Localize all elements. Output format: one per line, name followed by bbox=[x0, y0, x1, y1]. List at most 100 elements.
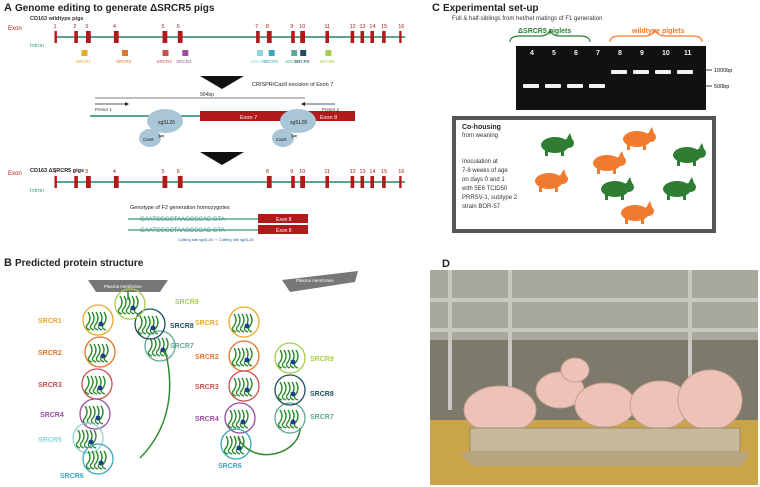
srcr-domain-circle bbox=[134, 308, 166, 340]
exon-11 bbox=[325, 31, 329, 43]
srcr-legend-label: SRCR4 bbox=[176, 59, 192, 64]
exon-number: 16 bbox=[398, 24, 404, 30]
cas9-complex-2: sgSL28 Cas9 ✂ bbox=[272, 109, 316, 147]
srcr-legend-label: SRCR6 bbox=[263, 59, 279, 64]
exon-number: 3 bbox=[85, 24, 88, 30]
wt-exons bbox=[54, 31, 402, 43]
exon-4 bbox=[113, 176, 119, 188]
pig-pen bbox=[535, 127, 706, 224]
gel-band bbox=[655, 70, 671, 74]
exon-2 bbox=[74, 31, 78, 43]
exon-number: 13 bbox=[360, 169, 366, 175]
srcr-domain-circle bbox=[72, 422, 104, 454]
exon-number: 12 bbox=[350, 169, 356, 175]
svg-text:✂: ✂ bbox=[158, 132, 165, 141]
exon-number: 2 bbox=[73, 24, 76, 30]
exon-8 bbox=[266, 176, 272, 188]
exon-9 bbox=[291, 31, 295, 43]
exon-15 bbox=[382, 31, 386, 43]
srcr-legend-label: SRCR2 bbox=[116, 59, 132, 64]
exon-number: 15 bbox=[381, 24, 387, 30]
srcr-legend-label: SRCR9 bbox=[319, 59, 335, 64]
srcr-domain-circle bbox=[220, 428, 252, 460]
cas9-label-2: Cas9 bbox=[276, 137, 287, 142]
srcr-legend-label: SRCR8 bbox=[294, 59, 310, 64]
exon-number: 2 bbox=[73, 169, 76, 175]
pig-icon-green bbox=[663, 177, 696, 200]
exon-number: 7 bbox=[255, 24, 258, 30]
exon-6 bbox=[177, 176, 183, 188]
group1-label: ΔSRCR5 piglets bbox=[518, 28, 571, 35]
exon-1 bbox=[54, 31, 57, 43]
cut-label: Cutting site sgSL26 ↑↑ Cutting site sgSL… bbox=[178, 237, 254, 242]
srcr-legend-label: SRCR3 bbox=[157, 59, 173, 64]
exon-11 bbox=[325, 176, 329, 188]
exon-number: 15 bbox=[381, 169, 387, 175]
exon-number: 1 bbox=[54, 24, 57, 30]
exon-number: 6 bbox=[177, 24, 180, 30]
srcr-domain-circle bbox=[274, 342, 306, 374]
exon-3 bbox=[86, 31, 91, 43]
srcr-domain-label: SRCR8 bbox=[170, 323, 194, 330]
srcr-domain-circle bbox=[82, 304, 114, 336]
exon-word-2: Exon bbox=[8, 171, 22, 177]
exon-number: 6 bbox=[177, 169, 180, 175]
panel-letter: D bbox=[442, 258, 450, 270]
gel-band bbox=[567, 84, 583, 88]
srcr-domain-circle bbox=[228, 370, 260, 402]
exon-number: 14 bbox=[369, 169, 375, 175]
lane-number: 5 bbox=[552, 50, 556, 57]
inoculation-line: Inoculation at bbox=[462, 159, 498, 165]
srcr-swatch bbox=[268, 50, 275, 56]
pig-icon-orange bbox=[593, 151, 626, 174]
down-arrow-2 bbox=[200, 152, 244, 165]
exon-number: 10 bbox=[299, 24, 305, 30]
exon7-label: Exon 7 bbox=[240, 115, 257, 121]
exon-2 bbox=[74, 176, 78, 188]
exon-5 bbox=[162, 176, 168, 188]
genotype-label: Genotype of F2 generation homozygotes bbox=[130, 205, 230, 211]
pig-icon-orange bbox=[621, 201, 654, 224]
seq1-exon8-label: Exon 8 bbox=[276, 217, 292, 223]
cohousing-sub: from weaning bbox=[462, 133, 499, 139]
inoculation-line: 7-8 weeks of age bbox=[462, 168, 508, 174]
exon-number: 9 bbox=[290, 169, 293, 175]
membrane-right-label: Plasma membrane bbox=[296, 278, 334, 283]
panel-letter: C bbox=[432, 2, 440, 14]
srcr-domain-label: SRCR7 bbox=[170, 343, 194, 350]
cas9-complex-1: sgSL26 Cas9 ✂ bbox=[139, 109, 183, 147]
srcr-swatch bbox=[300, 50, 307, 56]
inoculation-line: PRRSV-1, subtype 2 bbox=[462, 195, 518, 201]
intron-word-2: Intron bbox=[30, 188, 44, 194]
pig-icon-orange bbox=[623, 127, 656, 150]
left-domains: SRCR1SRCR2SRCR3SRCR4SRCR5SRCR6SRCR7SRCR8… bbox=[38, 288, 199, 480]
crispr-label: CRISPR/Cas9 excision of Exon 7 bbox=[252, 82, 333, 88]
exon-12 bbox=[350, 176, 355, 188]
exon-15 bbox=[382, 176, 386, 188]
exon-number: 9 bbox=[290, 24, 293, 30]
exon-number: 4 bbox=[113, 24, 116, 30]
exon-number: 4 bbox=[113, 169, 116, 175]
panel-title-text: Experimental set-up bbox=[442, 3, 539, 14]
srcr-swatch bbox=[291, 50, 298, 56]
exon7-box bbox=[200, 111, 298, 121]
exon-number: 12 bbox=[350, 24, 356, 30]
gel-band bbox=[611, 70, 627, 74]
srcr-domain-label: SRCR3 bbox=[195, 384, 219, 391]
scale-label: 904bp bbox=[200, 92, 214, 98]
exon-14 bbox=[370, 31, 374, 43]
exon-12 bbox=[350, 31, 355, 43]
srcr-domain-circle bbox=[228, 306, 260, 338]
panel-c-subtitle: Full & half-siblings from het/het mating… bbox=[452, 16, 603, 22]
srcr-swatch bbox=[182, 50, 189, 56]
exon-6 bbox=[177, 31, 183, 43]
lane-number: 7 bbox=[596, 50, 600, 57]
gel-image bbox=[516, 46, 706, 110]
exon-10 bbox=[300, 176, 305, 188]
srcr-domain-label: SRCR4 bbox=[40, 412, 64, 419]
srcr-domain-label: SRCR7 bbox=[310, 414, 334, 421]
group2-label: wildtype piglets bbox=[631, 28, 685, 35]
